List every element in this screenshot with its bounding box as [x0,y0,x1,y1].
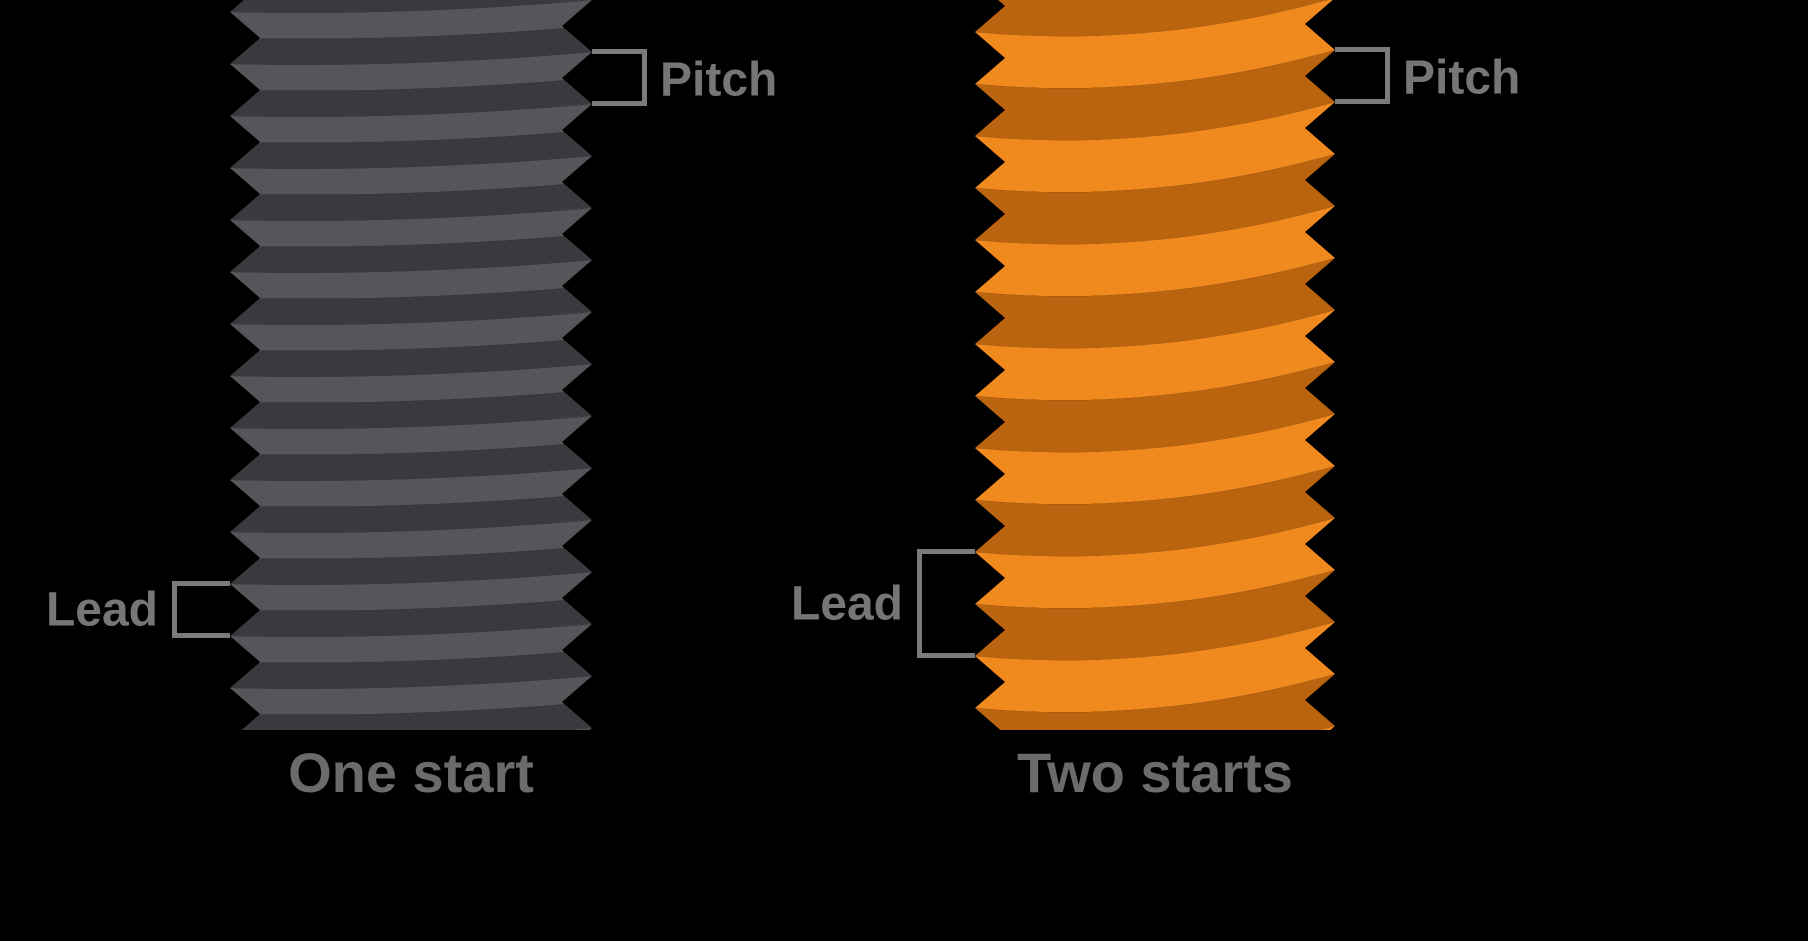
lead-bracket-two-starts [917,549,975,658]
caption-one-start: One start [288,741,534,804]
caption-two-starts: Two starts [1017,741,1293,804]
pitch-bracket-one-start [592,49,647,106]
pitch-bracket-two-starts [1335,47,1390,104]
pitch-label-two-starts: Pitch [1403,51,1521,105]
two-start-screw-illustration [975,0,1335,817]
lead-label-one-start: Lead [45,583,158,637]
pitch-label-one-start: Pitch [660,53,778,107]
lead-bracket-one-start [172,581,230,638]
lead-label-two-starts: Lead [790,577,903,631]
one-start-screw-illustration [230,0,592,793]
